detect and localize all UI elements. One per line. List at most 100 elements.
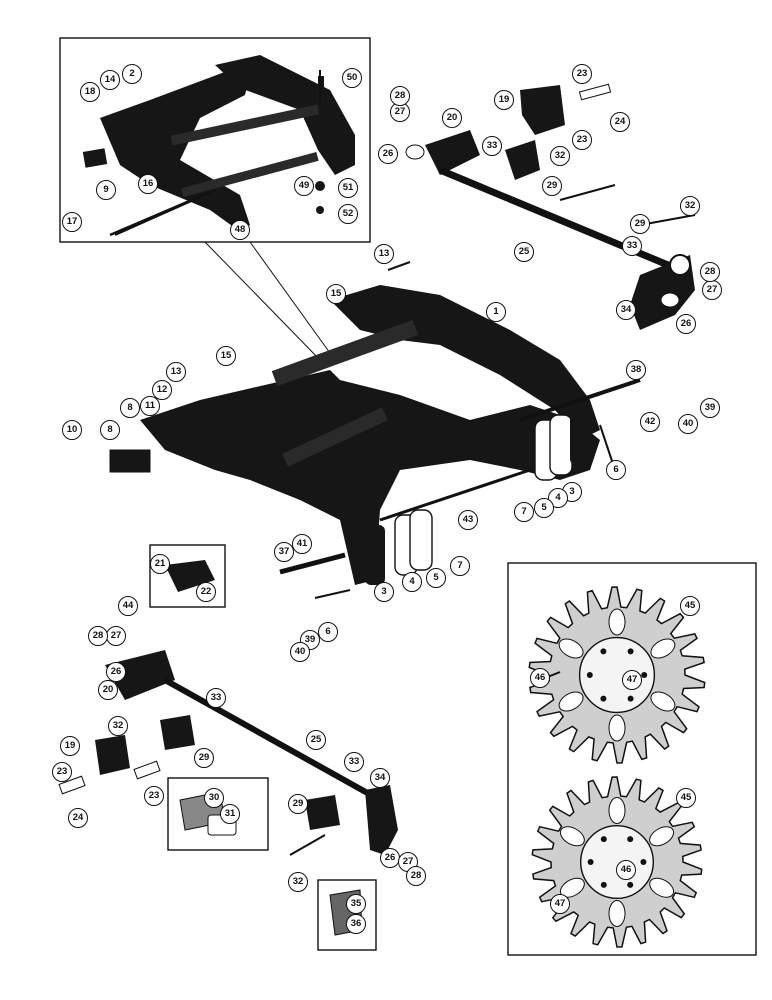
frame-nose — [150, 405, 210, 440]
callout-46: 46 — [530, 668, 550, 688]
callout-47: 47 — [550, 894, 570, 914]
inset-washer — [316, 206, 324, 214]
callout-6: 6 — [606, 460, 626, 480]
callout-23: 23 — [52, 762, 72, 782]
main-frame-body — [140, 370, 600, 585]
shaft — [519, 378, 641, 422]
callout-37: 37 — [274, 542, 294, 562]
callout-8: 8 — [120, 398, 140, 418]
callout-26: 26 — [380, 848, 400, 868]
clamp — [160, 715, 195, 750]
callout-28: 28 — [700, 262, 720, 282]
callout-48: 48 — [230, 220, 250, 240]
sprocket-window — [650, 691, 676, 712]
bolt-hole — [627, 695, 634, 702]
pin — [133, 760, 161, 780]
callout-46: 46 — [616, 860, 636, 880]
callout-38: 38 — [626, 360, 646, 380]
bolt-hole — [586, 672, 593, 678]
main-frame-rear — [330, 285, 600, 440]
clamp — [305, 795, 340, 830]
inset-plate — [82, 148, 108, 168]
callout-6: 6 — [318, 622, 338, 642]
inset-leader — [249, 241, 336, 361]
inset-nut — [315, 181, 325, 191]
bracket — [520, 85, 565, 135]
bolt-hole — [600, 648, 607, 655]
bolt-hole — [587, 859, 594, 865]
callout-10: 10 — [62, 420, 82, 440]
sprocket-hub — [578, 636, 656, 714]
sprocket-window — [559, 826, 585, 847]
callout-35: 35 — [346, 894, 366, 914]
callout-41: 41 — [292, 534, 312, 554]
arm — [425, 130, 480, 175]
sprocket-hub — [580, 825, 655, 900]
callout-34: 34 — [370, 768, 390, 788]
bolt-hole — [627, 836, 634, 843]
callout-51: 51 — [338, 178, 358, 198]
bushing — [669, 254, 691, 276]
callout-34: 34 — [616, 300, 636, 320]
callout-22: 22 — [196, 582, 216, 602]
sprocket-window — [608, 900, 626, 927]
torsion-bar — [438, 166, 682, 274]
callout-29: 29 — [630, 214, 650, 234]
callout-5: 5 — [426, 568, 446, 588]
callout-32: 32 — [288, 872, 308, 892]
bolt-hole — [600, 836, 607, 843]
callout-9: 9 — [96, 180, 116, 200]
inset-crossbar — [170, 104, 320, 146]
inset-frame-left — [100, 70, 250, 228]
washer — [405, 144, 425, 160]
callout-45: 45 — [680, 596, 700, 616]
callout-32: 32 — [680, 196, 700, 216]
bolt-hole — [641, 672, 648, 678]
callout-45: 45 — [676, 788, 696, 808]
callout-42: 42 — [640, 412, 660, 432]
shaft — [279, 552, 346, 575]
callout-32: 32 — [108, 716, 128, 736]
callout-29: 29 — [288, 794, 308, 814]
callout-19: 19 — [494, 90, 514, 110]
callout-33: 33 — [482, 136, 502, 156]
callout-17: 17 — [62, 212, 82, 232]
sprocket-window — [558, 638, 584, 659]
callout-21: 21 — [150, 554, 170, 574]
callout-29: 29 — [194, 748, 214, 768]
callout-18: 18 — [80, 82, 100, 102]
callout-24: 24 — [68, 808, 88, 828]
callout-23: 23 — [572, 130, 592, 150]
inset-box-small — [317, 879, 377, 951]
callout-12: 12 — [152, 380, 172, 400]
sprocket-upper — [528, 586, 706, 764]
callout-14: 14 — [100, 70, 120, 90]
inset-crossbar — [181, 152, 319, 197]
callout-7: 7 — [514, 502, 534, 522]
callout-36: 36 — [346, 914, 366, 934]
upper-rocker-assembly — [405, 83, 695, 330]
callout-23: 23 — [144, 786, 164, 806]
inset-box-small — [149, 544, 226, 608]
bolt-hole — [600, 881, 607, 888]
sprocket-window — [649, 877, 675, 898]
arm — [105, 650, 175, 700]
callout-33: 33 — [206, 688, 226, 708]
callout-29: 29 — [542, 176, 562, 196]
torsion-bar — [163, 677, 382, 803]
sprocket-box — [507, 562, 757, 956]
callout-1: 1 — [486, 302, 506, 322]
washer — [660, 292, 680, 308]
callout-32: 32 — [550, 146, 570, 166]
bolt-hole — [627, 881, 634, 888]
lower-rocker-assembly — [58, 544, 398, 951]
callout-13: 13 — [166, 362, 186, 382]
callout-49: 49 — [294, 176, 314, 196]
callout-8: 8 — [100, 420, 120, 440]
callout-28: 28 — [406, 866, 426, 886]
sprocket-window — [608, 714, 626, 742]
callout-31: 31 — [220, 804, 240, 824]
callout-2: 2 — [122, 64, 142, 84]
